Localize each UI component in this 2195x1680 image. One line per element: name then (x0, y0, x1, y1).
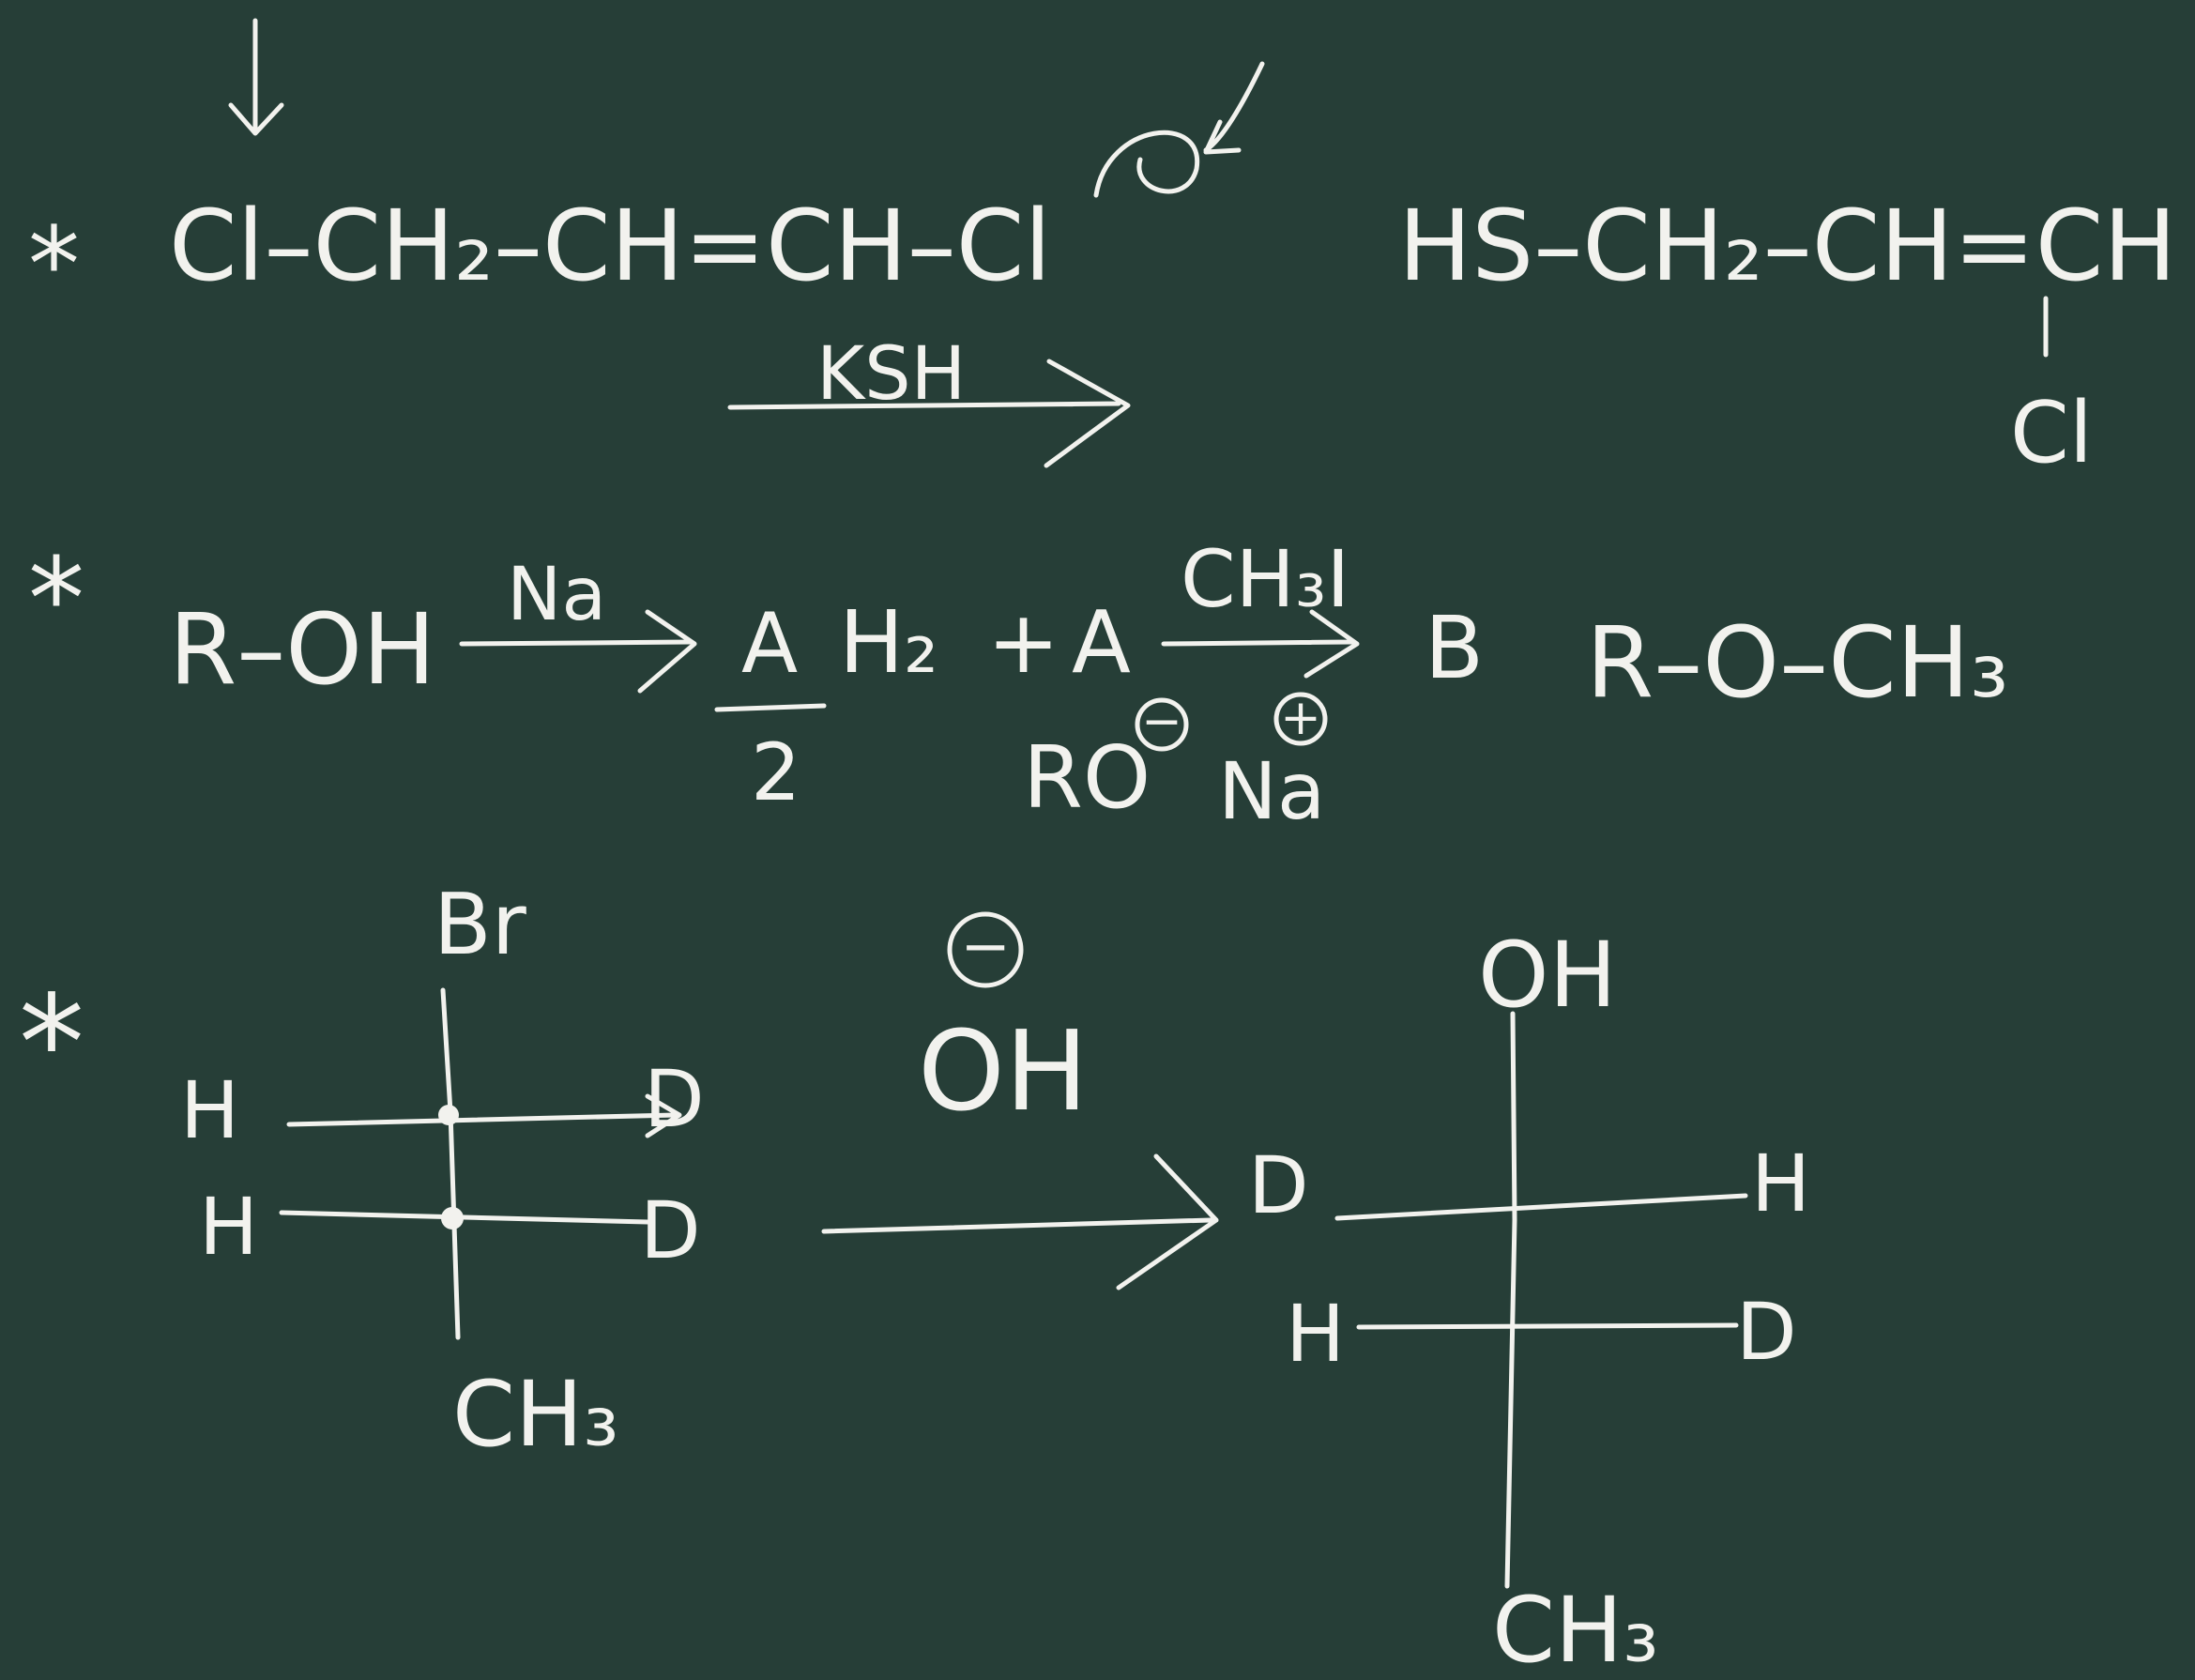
reaction-1-product-sub: Cl (2010, 384, 2093, 482)
curly-arrow-icon (1203, 61, 1265, 155)
fischer-projection-right: OH D H H D CH₃ (1248, 923, 1810, 1680)
reaction-2: * R–OH Na A 2 H₂ + A CH₃I B RO − Na + R–… (28, 533, 2009, 837)
bullet-1: * (28, 205, 80, 325)
reaction-1-product: HS–CH₂–CH=CH (1398, 189, 2177, 303)
negative-charge-circle (1135, 697, 1189, 752)
coefficient-numerator: A (741, 595, 798, 692)
product-b: B (1425, 598, 1484, 698)
left-h-1: H (180, 1064, 239, 1156)
reaction-2-product: R–O–CH₃ (1586, 605, 2009, 720)
right-horizontal-bond-1 (1334, 1193, 1748, 1221)
positive-charge-circle (1273, 692, 1328, 746)
reaction-2-reagent-na: Na (507, 553, 606, 637)
stereocenter-dot (438, 1105, 459, 1125)
fischer-projection-left: Br H D H D CH₃ (180, 876, 705, 1467)
hydroxide-charge: − (960, 912, 1011, 982)
reaction-1-reagent: KSH (816, 332, 966, 417)
reaction-1: * Cl–CH₂–CH=CH–Cl KSH HS–CH₂–CH=CH Cl (28, 18, 2177, 482)
reaction-2-reagent-ch3i: CH₃I (1181, 533, 1349, 625)
hydroxide-charge-circle (947, 911, 1024, 988)
left-top-substituent: Br (434, 876, 526, 974)
left-horizontal-bond-1 (286, 1093, 682, 1138)
intermediate-a: A (1072, 592, 1131, 693)
fraction-bar (714, 703, 827, 712)
sodium-cation: Na (1218, 745, 1325, 837)
right-h-2: H (1286, 1288, 1345, 1380)
reaction-3: * Br H D H D CH₃ − OH OH D H H (19, 876, 1810, 1680)
reaction-2-arrow-2 (1161, 609, 1360, 679)
reaction-2-arrow-1 (459, 609, 697, 694)
bullet-2: * (28, 535, 84, 665)
reaction-1-arrow (727, 359, 1131, 468)
stereocenter-dot (441, 1207, 464, 1229)
left-h-2: H (199, 1181, 258, 1273)
right-horizontal-bond-2 (1356, 1322, 1739, 1330)
positive-charge: + (1280, 690, 1321, 746)
down-arrow-icon (228, 18, 284, 136)
left-d-2: D (640, 1184, 701, 1276)
right-bottom-substituent: CH₃ (1492, 1578, 1659, 1680)
left-vertical-bond (440, 987, 461, 1340)
reaction-1-reactant: Cl–CH₂–CH=CH–Cl (169, 189, 1051, 303)
reaction-2-reactant: R–OH (169, 592, 435, 707)
reaction-3-arrow (821, 1153, 1219, 1291)
hydrogen-gas: H₂ (839, 592, 938, 693)
right-h-1: H (1751, 1138, 1810, 1229)
negative-charge: − (1141, 694, 1182, 750)
right-vertical-bond (1504, 1011, 1517, 1589)
reaction-3-reagent: OH (918, 1006, 1089, 1136)
right-top-substituent: OH (1478, 923, 1617, 1028)
left-bottom-substituent: CH₃ (452, 1362, 619, 1467)
bullet-3: * (19, 968, 84, 1121)
left-horizontal-bond-2 (279, 1210, 650, 1225)
right-d-1: D (1248, 1139, 1309, 1231)
alkoxide-anion: RO (1023, 727, 1151, 828)
curly-arrow-icon (1093, 130, 1200, 198)
plus-sign: + (987, 592, 1059, 693)
right-d-2: D (1736, 1286, 1797, 1378)
coefficient-denominator: 2 (751, 726, 800, 818)
left-d-1: D (644, 1053, 705, 1145)
